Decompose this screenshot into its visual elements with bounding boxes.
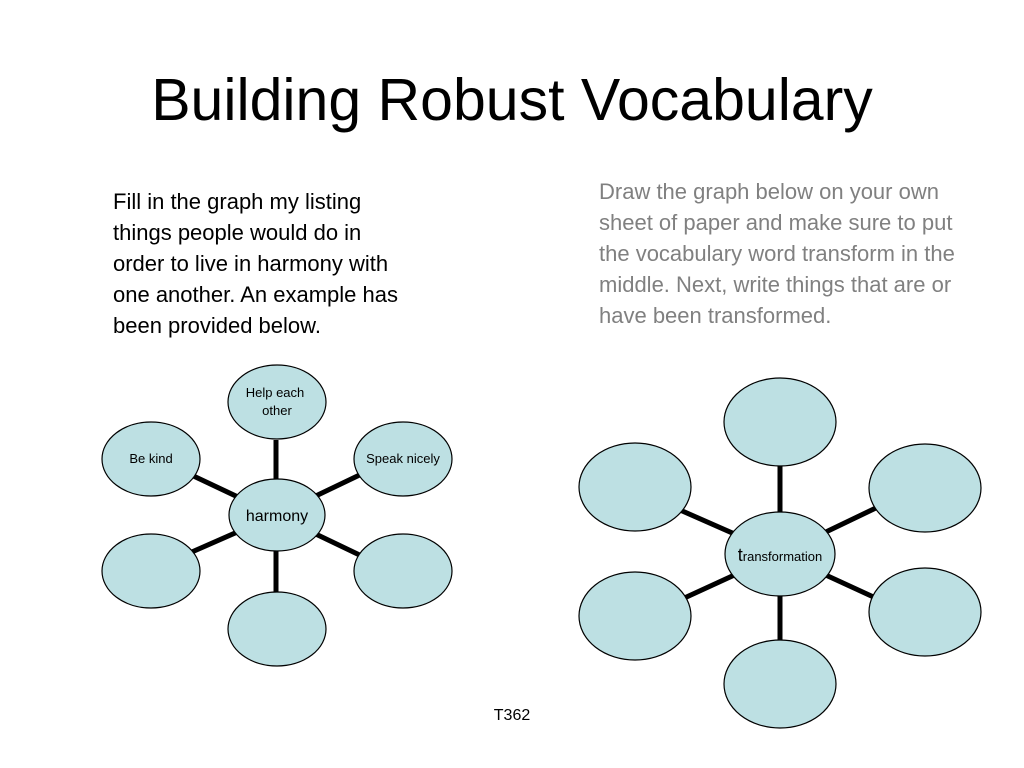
left-bubble-top[interactable]	[227, 364, 327, 440]
right-bubble-upper-left[interactable]	[578, 442, 692, 532]
left-center-bubble[interactable]	[228, 478, 326, 552]
right-web: transformation	[578, 377, 982, 729]
right-bubble-bottom[interactable]	[723, 639, 837, 729]
right-bubble-upper-right[interactable]	[868, 443, 982, 533]
left-bubble-bottom[interactable]	[227, 591, 327, 667]
right-bubble-lower-right[interactable]	[868, 567, 982, 657]
right-center-label-rest: ransformation	[743, 549, 822, 564]
slide-number: T362	[493, 707, 531, 724]
right-instructions: Draw the graph below on your own sheet o…	[599, 179, 955, 328]
slide-title: Building Robust Vocabulary	[151, 67, 873, 133]
left-web: Help each other Speak nicely Be kind har…	[101, 364, 453, 667]
right-center-label: transformation	[738, 545, 823, 565]
left-bubble-upper-left[interactable]	[101, 421, 201, 497]
left-bubble-top-label-2: other	[262, 403, 292, 418]
right-bubble-top[interactable]	[723, 377, 837, 467]
right-center-label-first: t	[738, 545, 743, 565]
left-bubble-upper-left-label: Be kind	[129, 451, 172, 466]
left-instructions: Fill in the graph my listing things peop…	[113, 189, 398, 338]
left-center-label: harmony	[246, 508, 308, 525]
left-bubble-top-label-1: Help each	[246, 385, 305, 400]
slide-footer: T362	[0, 707, 1024, 725]
right-center-bubble[interactable]	[724, 511, 836, 597]
right-bubble-lower-left[interactable]	[578, 571, 692, 661]
left-bubble-lower-right[interactable]	[353, 533, 453, 609]
left-bubble-lower-left[interactable]	[101, 533, 201, 609]
left-bubble-upper-right[interactable]	[353, 421, 453, 497]
left-bubble-upper-right-label: Speak nicely	[366, 451, 440, 466]
